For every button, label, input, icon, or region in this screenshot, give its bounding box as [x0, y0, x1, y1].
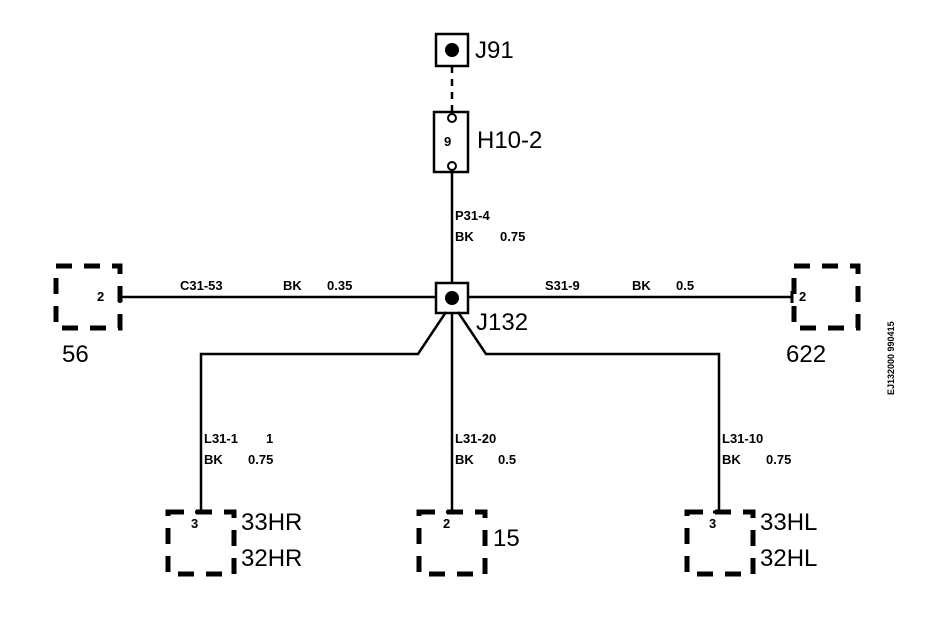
connector-15-label: 15	[493, 525, 520, 552]
wire-l31-1	[199, 311, 448, 512]
connector-33hl-pin: 3	[709, 516, 716, 531]
connector-33hr-pin: 3	[191, 516, 198, 531]
connector-15-pin: 2	[443, 516, 450, 531]
h10-2-connector	[432, 110, 470, 174]
connector-56	[53, 263, 123, 331]
drawing-code: EJ132000 990415	[886, 321, 896, 395]
connector-32hr-label: 32HR	[241, 545, 302, 572]
wire-l31-10-color: BK	[722, 452, 741, 467]
connector-622-label: 622	[786, 341, 826, 368]
wire-l31-20-id: L31-20	[455, 431, 496, 446]
wire-l31-1-extra: 1	[266, 431, 273, 446]
connector-56-label: 56	[62, 341, 89, 368]
j91-label: J91	[475, 37, 514, 64]
connector-33hr-label: 33HR	[241, 509, 302, 536]
wire-l31-20-color: BK	[455, 452, 474, 467]
wire-p31-4-id: P31-4	[455, 208, 490, 223]
j132-label: J132	[476, 309, 528, 336]
connector-33hl-label: 33HL	[760, 509, 817, 536]
connector-33hl	[684, 509, 756, 577]
j91-connector	[434, 32, 470, 68]
connector-622-pin: 2	[799, 289, 806, 304]
connector-33hr	[165, 509, 237, 577]
h10-2-label: H10-2	[477, 127, 542, 154]
wire-s31-9-id: S31-9	[545, 278, 580, 293]
wire-c31-53-size: 0.35	[327, 278, 352, 293]
h10-2-pin: 9	[444, 134, 451, 149]
wire-c31-53-color: BK	[283, 278, 302, 293]
wire-s31-9-size: 0.5	[676, 278, 694, 293]
connector-32hl-label: 32HL	[760, 545, 817, 572]
wire-l31-1-id: L31-1	[204, 431, 238, 446]
connector-622	[790, 263, 861, 331]
j132-splice	[434, 281, 470, 315]
wire-p31-4-size: 0.75	[500, 229, 525, 244]
wire-c31-53-id: C31-53	[180, 278, 223, 293]
wire-l31-10-id: L31-10	[722, 431, 763, 446]
connector-56-pin: 2	[97, 289, 104, 304]
wire-l31-10-size: 0.75	[766, 452, 791, 467]
wire-s31-9-color: BK	[632, 278, 651, 293]
wire-l31-10	[456, 311, 721, 512]
connector-15	[416, 509, 488, 577]
wire-l31-1-size: 0.75	[248, 452, 273, 467]
wire-l31-1-color: BK	[204, 452, 223, 467]
wire-l31-20-size: 0.5	[498, 452, 516, 467]
wire-p31-4-color: BK	[455, 229, 474, 244]
